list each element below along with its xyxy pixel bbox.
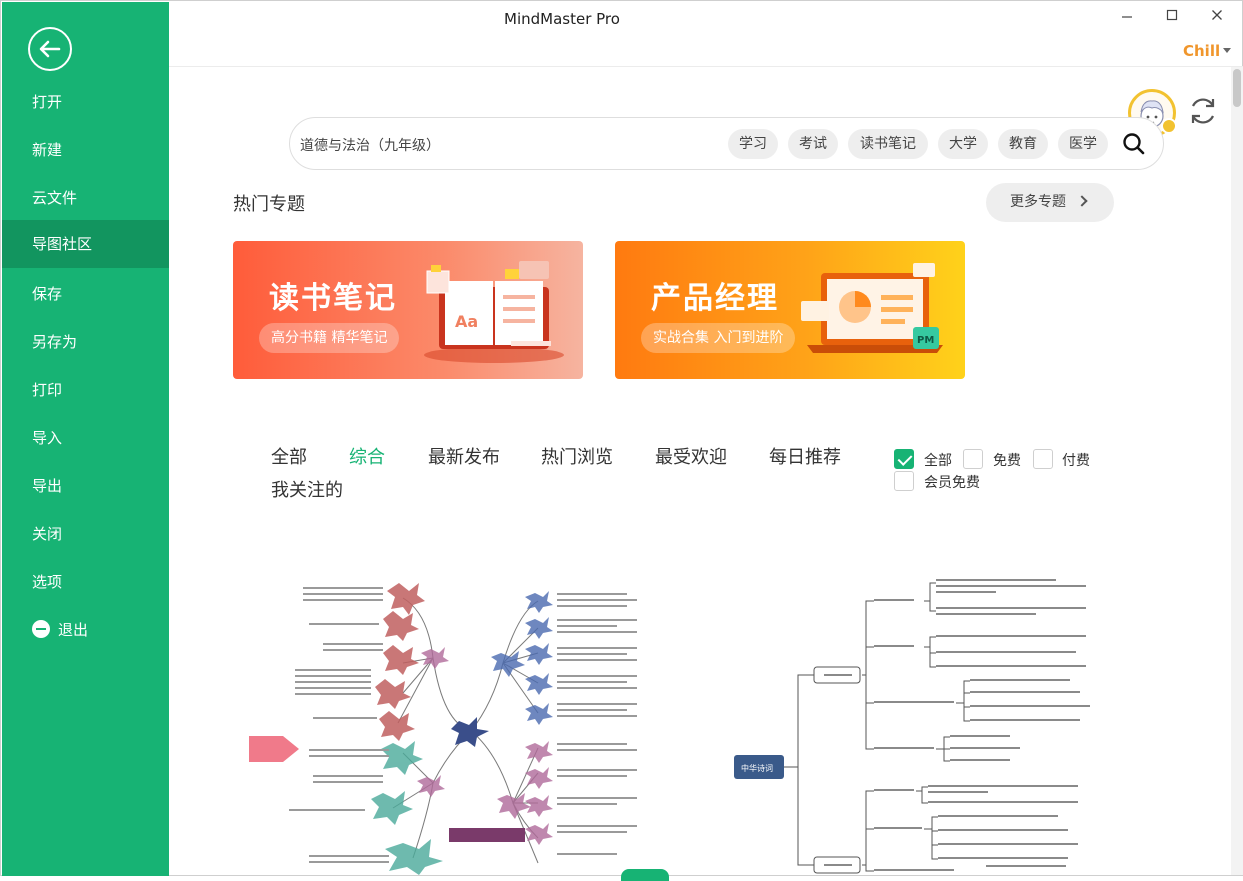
- laptop-chart-illustration: PM: [801, 263, 943, 353]
- card-badge: [621, 869, 669, 881]
- user-name: Chill: [1183, 42, 1221, 60]
- minimize-icon: [1122, 16, 1132, 18]
- tab-most-liked[interactable]: 最受欢迎: [655, 447, 727, 468]
- back-button[interactable]: [28, 27, 72, 71]
- banner-art-text: PM: [917, 335, 934, 346]
- banner-art-text: Aa: [455, 312, 478, 331]
- refresh-button[interactable]: [1186, 94, 1220, 132]
- close-icon: [1212, 10, 1222, 20]
- search-chip[interactable]: 大学: [938, 129, 988, 159]
- tab-comprehensive[interactable]: 综合: [349, 447, 385, 468]
- mindmap-card[interactable]: [233, 553, 673, 875]
- scrollbar[interactable]: [1231, 67, 1243, 875]
- search-icon: [1123, 133, 1145, 155]
- chevron-right-icon: [1076, 195, 1088, 207]
- search-chip[interactable]: 考试: [788, 129, 838, 159]
- mindmap-thumbnail: [249, 583, 637, 875]
- sidebar-item-label: 另存为: [32, 333, 78, 351]
- banner-title: 读书笔记: [269, 281, 397, 316]
- filter-member-free-label: 会员免费: [924, 475, 980, 491]
- vip-badge-icon: [1161, 118, 1177, 134]
- sidebar-item-import[interactable]: 导入: [2, 414, 169, 462]
- tab-following[interactable]: 我关注的: [271, 480, 343, 501]
- maximize-button[interactable]: [1162, 7, 1182, 27]
- search-input[interactable]: 道德与法治（九年级）: [300, 138, 440, 154]
- minimize-button[interactable]: [1117, 7, 1137, 27]
- arrow-left-icon: [39, 40, 61, 58]
- maximize-icon: [1166, 9, 1178, 21]
- search-bar[interactable]: 道德与法治（九年级） 学习 考试 读书笔记 大学 教育 医学: [289, 117, 1164, 170]
- hot-topics-title: 热门专题: [233, 194, 305, 215]
- minus-circle-icon: [32, 620, 50, 638]
- sidebar-item-label: 保存: [32, 285, 63, 303]
- divider: [169, 66, 1243, 67]
- filter-free-checkbox[interactable]: [963, 449, 983, 469]
- banner-subtitle: 高分书籍 精华笔记: [259, 323, 400, 353]
- mindmap-thumbnail: 中华诗词: [734, 579, 1090, 874]
- sidebar-item-options[interactable]: 选项: [2, 558, 169, 606]
- sidebar-item-export[interactable]: 导出: [2, 462, 169, 510]
- tab-daily-picks[interactable]: 每日推荐: [769, 447, 841, 468]
- scrollbar-thumb[interactable]: [1233, 69, 1241, 107]
- sidebar-item-label: 导入: [32, 429, 63, 447]
- filter-paid-label: 付费: [1062, 453, 1090, 469]
- search-chip[interactable]: 学习: [728, 129, 778, 159]
- tab-popular[interactable]: 热门浏览: [541, 447, 613, 468]
- sidebar-item-save[interactable]: 保存: [2, 270, 169, 318]
- sidebar-item-label: 退出: [58, 621, 89, 639]
- banner-title: 产品经理: [651, 281, 779, 316]
- refresh-icon: [1191, 98, 1215, 124]
- more-topics-button[interactable]: 更多专题: [986, 183, 1114, 222]
- sidebar-item-label: 打印: [32, 381, 63, 399]
- search-chip[interactable]: 医学: [1058, 129, 1108, 159]
- sidebar-item-label: 导出: [32, 477, 63, 495]
- caret-down-icon: [1223, 48, 1232, 53]
- sidebar: 打开 新建 云文件 导图社区 保存 另存为 打印 导入 导出 关闭 选项 退出: [2, 2, 169, 876]
- sidebar-item-label: 选项: [32, 573, 63, 591]
- sidebar-item-label: 导图社区: [32, 235, 93, 253]
- sidebar-item-save-as[interactable]: 另存为: [2, 318, 169, 366]
- search-chip[interactable]: 教育: [998, 129, 1048, 159]
- filter-paid-checkbox[interactable]: [1033, 449, 1053, 469]
- sidebar-item-label: 云文件: [32, 189, 78, 207]
- tab-all[interactable]: 全部: [271, 447, 307, 468]
- sidebar-item-print[interactable]: 打印: [2, 366, 169, 414]
- filter-all-checkbox[interactable]: [894, 449, 914, 469]
- sidebar-item-label: 新建: [32, 141, 63, 159]
- root-node-label: 中华诗词: [741, 763, 773, 773]
- user-menu[interactable]: Chill: [1183, 42, 1232, 60]
- sidebar-item-community[interactable]: 导图社区: [2, 220, 169, 268]
- filter-free-label: 免费: [993, 453, 1021, 469]
- sidebar-item-close[interactable]: 关闭: [2, 510, 169, 558]
- open-book-illustration: Aa: [424, 261, 564, 363]
- tab-latest[interactable]: 最新发布: [428, 447, 500, 468]
- more-topics-label: 更多专题: [1010, 194, 1066, 210]
- filter-all-label: 全部: [924, 453, 952, 469]
- filter-member-free-checkbox[interactable]: [894, 471, 914, 491]
- close-window-button[interactable]: [1207, 7, 1227, 27]
- search-button[interactable]: [1122, 132, 1146, 160]
- sidebar-item-open[interactable]: 打开: [2, 78, 169, 126]
- window-title: MindMaster Pro: [504, 10, 620, 28]
- topic-banner-reading-notes[interactable]: 读书笔记 高分书籍 精华笔记 Aa: [233, 241, 583, 379]
- topic-banner-product-manager[interactable]: 产品经理 实战合集 入门到进阶 PM: [615, 241, 965, 379]
- sidebar-item-label: 关闭: [32, 525, 63, 543]
- sidebar-item-exit[interactable]: 退出: [2, 606, 169, 654]
- banner-subtitle: 实战合集 入门到进阶: [641, 323, 796, 353]
- sidebar-item-cloud-files[interactable]: 云文件: [2, 174, 169, 222]
- mindmap-card[interactable]: 中华诗词: [716, 553, 1106, 875]
- search-chip[interactable]: 读书笔记: [848, 129, 928, 159]
- sidebar-item-new[interactable]: 新建: [2, 126, 169, 174]
- sidebar-item-label: 打开: [32, 93, 63, 111]
